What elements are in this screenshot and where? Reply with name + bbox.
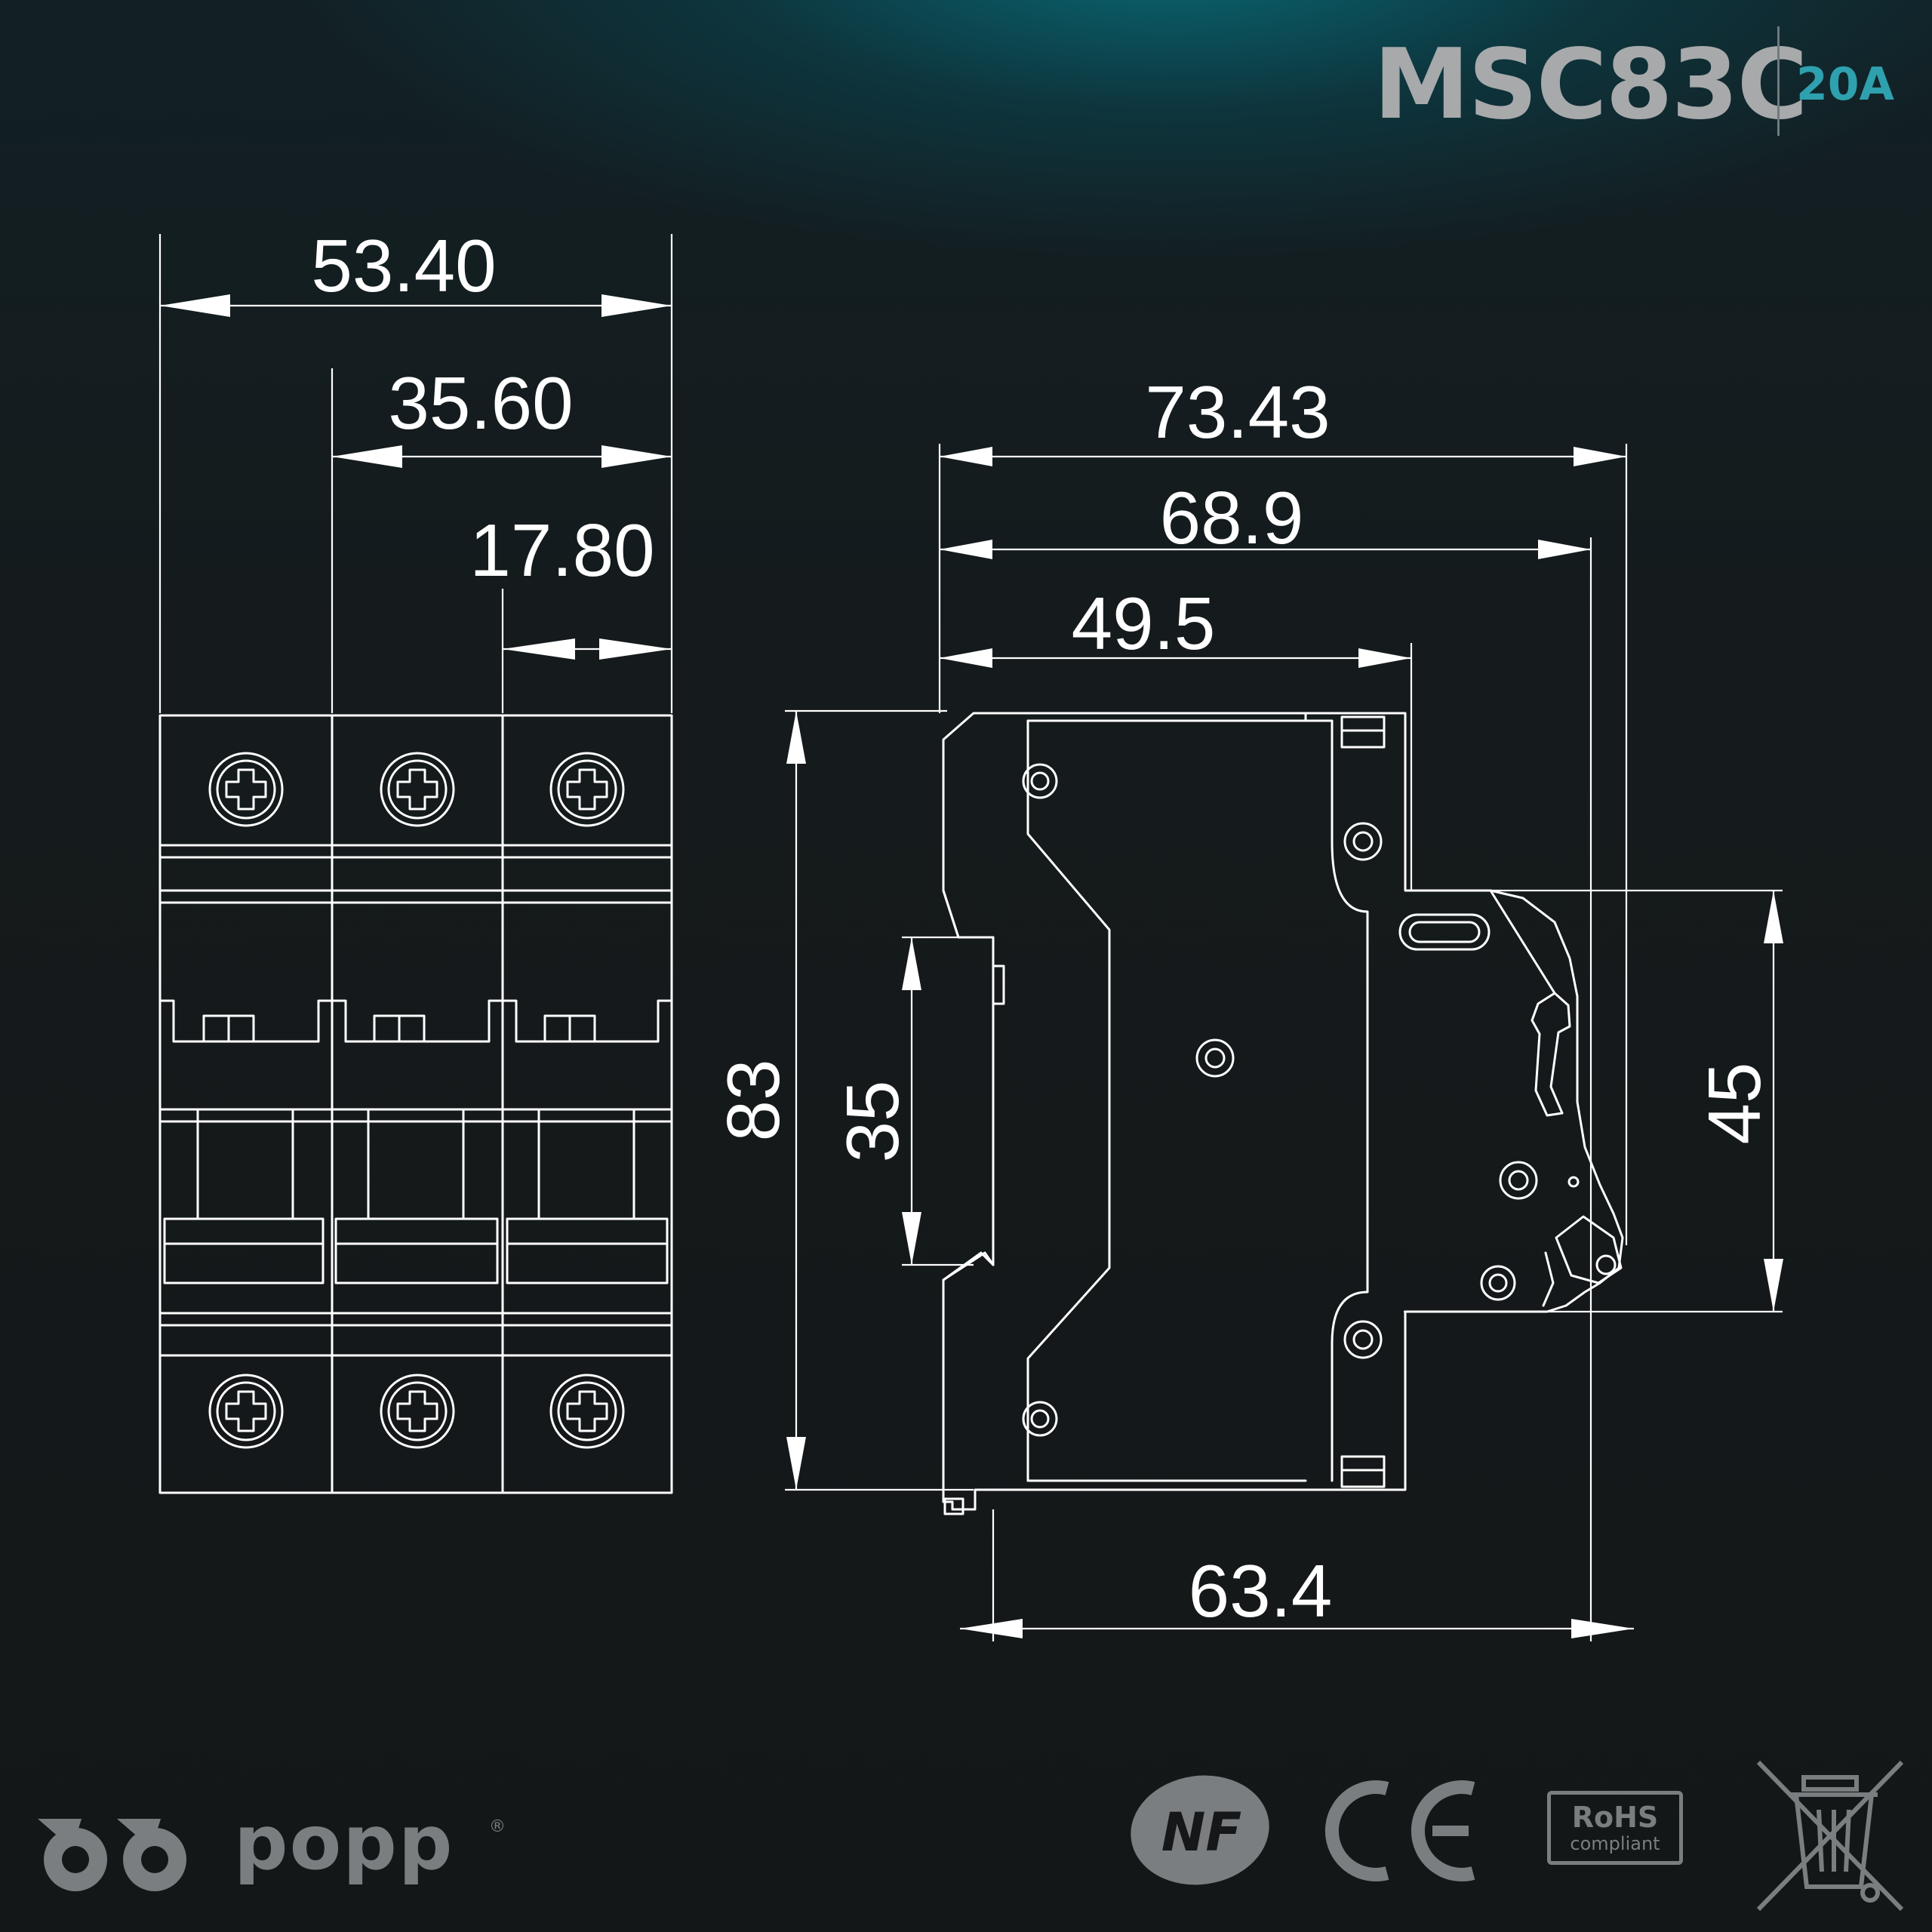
dim-label-17-80: 17.80	[469, 509, 654, 592]
dim-label-63-4: 63.4	[1189, 1549, 1333, 1632]
dim-53-40: 53.40	[160, 224, 672, 317]
dim-label-73-43: 73.43	[1145, 371, 1330, 454]
side-view: 73.43 68.9 49.5	[712, 371, 1783, 1641]
current-rating: 20A	[1796, 58, 1894, 111]
screw-top-3	[549, 752, 625, 827]
dim-17-80: 17.80	[469, 509, 672, 660]
front-view: 53.40 35.60 17.80	[158, 224, 673, 1494]
toggle-pole-2	[367, 1108, 465, 1220]
rohs-subtitle: compliant	[1570, 1833, 1660, 1854]
screw-bottom-1	[208, 1374, 284, 1449]
popp-logo-icon	[38, 1819, 186, 1891]
dim-45: 45	[1404, 889, 1783, 1313]
title-separator	[1777, 26, 1780, 136]
svg-text:NF: NF	[1161, 1801, 1241, 1863]
dim-label-35: 35	[831, 1080, 914, 1162]
dim-73-43: 73.43	[940, 371, 1626, 466]
weee-bin-icon	[1756, 1760, 1904, 1912]
dim-label-68-9: 68.9	[1160, 476, 1304, 559]
toggle-pole-3	[537, 1108, 635, 1220]
dim-68-9: 68.9	[940, 476, 1591, 559]
model-title: MSC83C	[1374, 29, 1808, 141]
dim-35: 35	[831, 936, 989, 1266]
dim-label-49-5: 49.5	[1072, 582, 1216, 665]
screw-bottom-2	[380, 1374, 455, 1449]
dim-label-83: 83	[712, 1059, 795, 1141]
ce-mark-icon	[1324, 1780, 1475, 1881]
rivets	[1022, 763, 1580, 1437]
rohs-badge: RoHS compliant	[1547, 1791, 1683, 1865]
nf-mark-icon: NF	[1131, 1775, 1269, 1885]
rohs-title: RoHS	[1571, 1801, 1659, 1834]
screw-top-2	[380, 752, 455, 827]
screw-top-1	[208, 752, 284, 827]
dim-label-35-60: 35.60	[388, 361, 573, 445]
dim-49-5: 49.5	[940, 582, 1411, 668]
dim-83: 83	[712, 709, 974, 1491]
brand-name: popp	[234, 1798, 454, 1887]
registered-mark: ®	[489, 1817, 506, 1836]
side-toggle-lever	[1531, 992, 1571, 1117]
dim-label-45: 45	[1693, 1062, 1776, 1144]
dim-label-53-40: 53.40	[311, 224, 496, 307]
toggle-pole-1	[196, 1108, 294, 1220]
breaker-front-body	[158, 714, 673, 1494]
indicator-window	[1398, 913, 1491, 951]
dim-63-4: 63.4	[960, 1549, 1634, 1638]
dim-35-60: 35.60	[332, 361, 672, 468]
screw-bottom-3	[549, 1374, 625, 1449]
breaker-side-body	[942, 712, 1624, 1511]
